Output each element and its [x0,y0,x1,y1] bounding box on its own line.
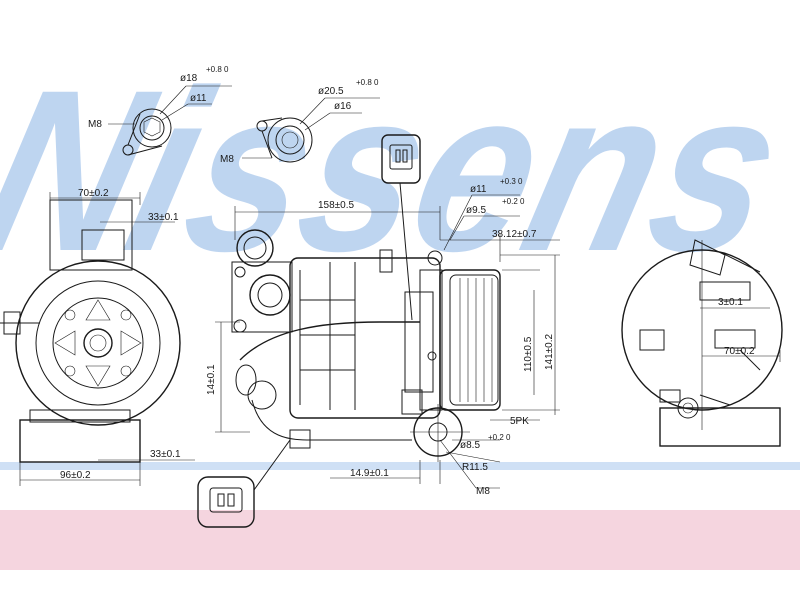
fitting-right-thread: M8 [220,154,234,165]
fitting-left-outer-tol: +0.8 0 [206,65,229,74]
fitting-right-outer-dia: ø20.5 [318,86,344,97]
dim-left-width: 70±0.2 [78,188,109,199]
mount-hole-d1: ø11 [470,184,487,195]
fitting-left-outer-dia: ø18 [180,73,198,84]
bottom-hole-thread: M8 [476,486,490,497]
bottom-hole-dia-tol: +0.2 0 [488,433,511,442]
dim-height-mount: 14±0.1 [206,364,217,395]
fitting-right-inner-dia: ø16 [334,101,352,112]
mount-hole-d2-tol: +0.2 0 [502,197,525,206]
fitting-left: M8 ø18 +0.8 0 ø11 [88,65,232,156]
connector-top-icon [381,134,421,321]
mount-hole-d1-tol: +0.3 0 [500,177,523,186]
blue-stripe [0,462,800,470]
fitting-right-outer-tol: +0.8 0 [356,78,379,87]
dim-right-width: 70±0.2 [724,346,755,357]
connector-bottom-icon [197,439,291,528]
fitting-left-inner-dia: ø11 [190,93,207,104]
brand-watermark: Nissens [0,43,800,299]
dim-pulley-outer: 141±0.2 [544,333,555,370]
dim-body-length: 158±0.5 [318,200,355,211]
front-view-dimensions: 70±0.2 33±0.1 33±0.1 96±0.2 [19,188,195,486]
rear-view-dimensions: 3±0.1 70±0.2 [700,297,781,362]
mount-hole-d2: ø9.5 [466,205,486,216]
dim-left-top-offset: 33±0.1 [148,212,179,223]
dim-pulley-inner: 110±0.5 [523,336,534,372]
fitting-left-thread: M8 [88,119,102,130]
dim-right-small: 3±0.1 [718,297,743,308]
belt-profile: 5PK [510,416,529,427]
dim-bottom-offset: 14.9±0.1 [350,468,389,479]
front-view [0,199,181,463]
side-view [231,229,501,462]
side-view-dimensions: 158±0.5 38.12±0.7 ø11 +0.3 0 ø9.5 +0.2 0… [206,177,560,497]
dim-pulley-offset: 38.12±0.7 [492,229,537,240]
bottom-hole-dia: ø8.5 [460,440,480,451]
dim-left-total: 96±0.2 [60,470,91,481]
rear-view [621,239,783,447]
dim-left-bottom-offset: 33±0.1 [150,449,181,460]
fitting-right: M8 ø20.5 +0.8 0 ø16 [220,78,380,165]
pink-band [0,510,800,570]
bottom-hole-radius: R11.5 [462,462,488,473]
